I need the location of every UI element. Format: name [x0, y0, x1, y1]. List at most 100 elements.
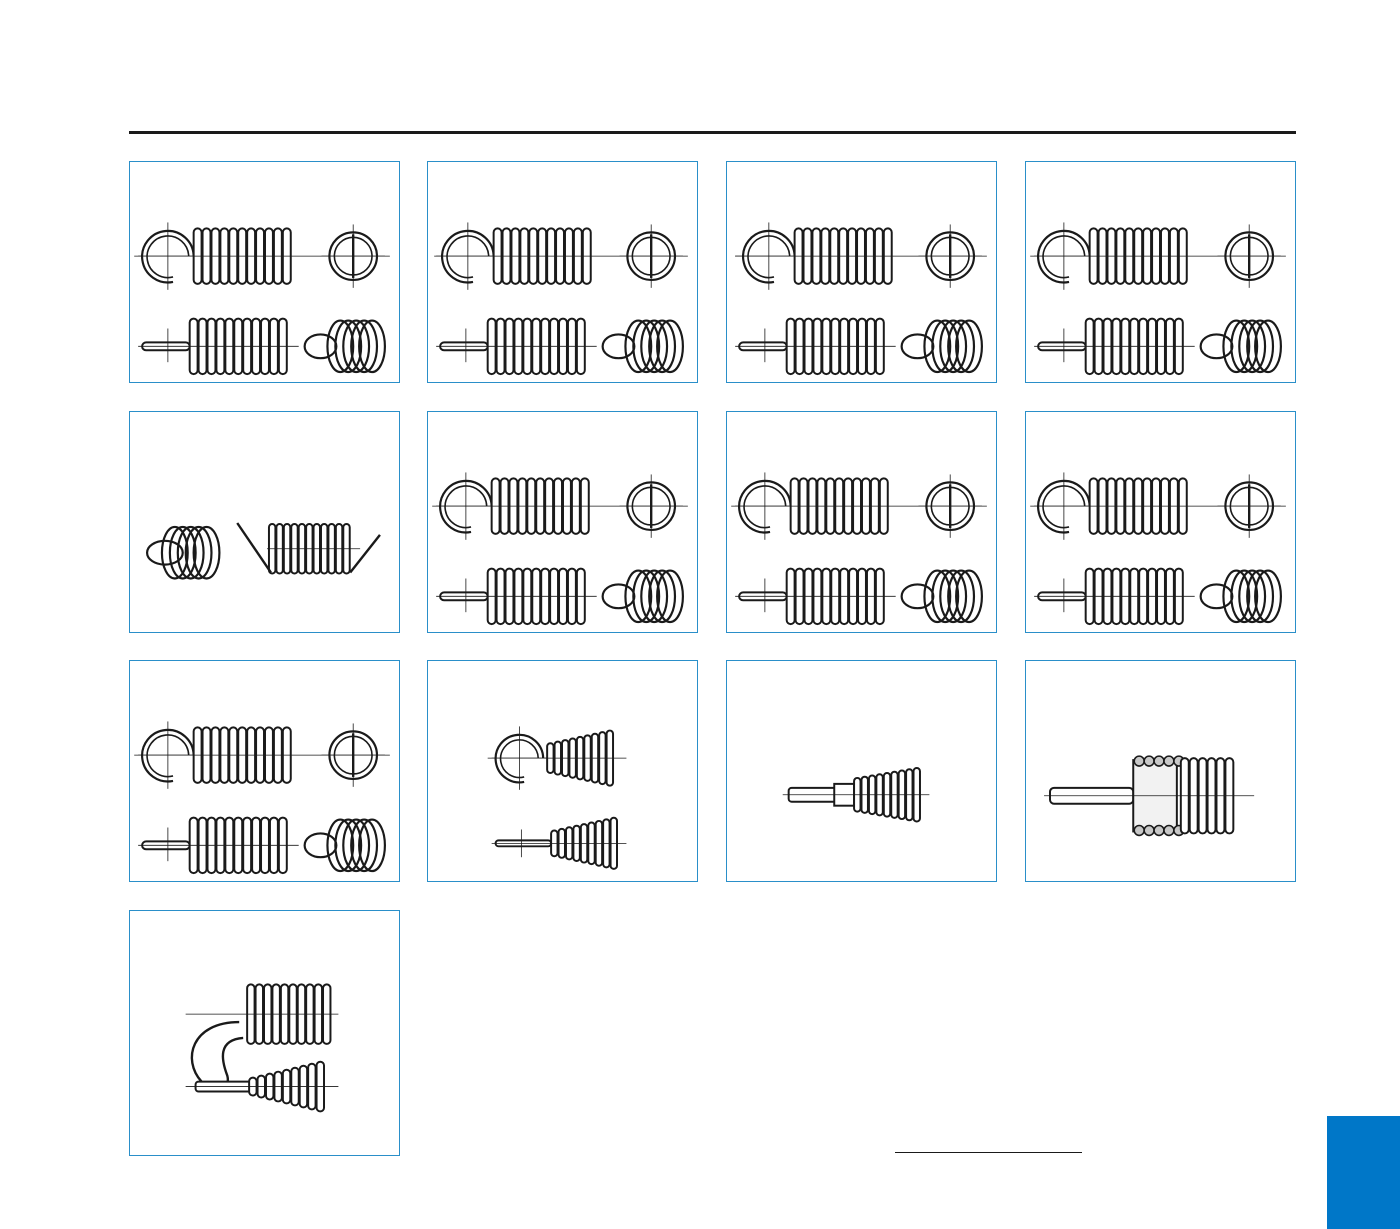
- helix-turn: [350, 818, 379, 873]
- helix-turn: [947, 569, 976, 624]
- wire-section: [1153, 824, 1165, 837]
- hook-loop: [494, 733, 545, 784]
- spring-drawing: [487, 726, 627, 870]
- hook-loop-inner: [446, 235, 490, 279]
- spring-drawing: [432, 472, 688, 626]
- wire-section: [1133, 755, 1145, 767]
- hook-loop-inner: [146, 235, 190, 279]
- hook-3d: [601, 583, 636, 610]
- helix-turn: [923, 319, 952, 374]
- hook-loop: [1037, 229, 1091, 284]
- hook-loop-inner: [1042, 485, 1086, 529]
- helix-turn: [955, 569, 983, 624]
- helix-turn: [955, 319, 983, 374]
- hook-loop-inner: [743, 485, 787, 529]
- hook-loop: [738, 479, 792, 534]
- swivel-hook: [190, 1020, 244, 1091]
- helix-turn: [939, 569, 968, 624]
- header-rule: [129, 131, 1296, 134]
- helix-turn: [632, 569, 661, 624]
- helix-turn: [334, 319, 363, 374]
- helix-turn: [939, 319, 968, 374]
- helix-turn: [931, 569, 960, 624]
- helix-turn: [624, 569, 653, 624]
- hook-loop: [1037, 479, 1091, 534]
- helix-turn: [326, 818, 355, 873]
- hook-loop-inner: [747, 235, 791, 279]
- helix-turn: [624, 319, 653, 374]
- helix-turn: [923, 569, 952, 624]
- helix-turn: [1238, 319, 1267, 374]
- spring-drawing: [1030, 222, 1286, 376]
- hook-3d: [1199, 583, 1234, 610]
- hook-loop: [742, 229, 796, 284]
- helix-turn: [1246, 569, 1275, 624]
- hook-loop-inner: [444, 485, 488, 529]
- spring-drawing: [731, 472, 987, 626]
- bent-loop: [145, 539, 184, 566]
- hook-loop-inner: [499, 739, 540, 779]
- helix-turn: [350, 319, 379, 374]
- section-tab[interactable]: [1327, 1116, 1400, 1229]
- helix-turn: [640, 319, 669, 374]
- hook-3d: [601, 333, 636, 360]
- spring-drawing: [185, 983, 339, 1113]
- helix-turn: [648, 319, 677, 374]
- wire-section: [1163, 755, 1175, 767]
- helix-turn: [656, 569, 684, 624]
- footer-rule: [895, 1152, 1082, 1153]
- wire-section: [1143, 755, 1155, 767]
- spring-drawing: [1044, 755, 1255, 837]
- helix-turn: [358, 818, 386, 873]
- helix-turn: [326, 319, 355, 374]
- spring-panel-13: [129, 910, 400, 1156]
- helix-turn: [656, 319, 684, 374]
- wire-section: [1163, 824, 1175, 837]
- helix-turn: [342, 818, 371, 873]
- bent-end-right: [349, 534, 381, 574]
- helix-turn: [176, 525, 205, 580]
- helix-turn: [1222, 319, 1251, 374]
- helix-turn: [1254, 319, 1282, 374]
- helix-turn: [1238, 569, 1267, 624]
- wire-section: [1133, 824, 1145, 837]
- helix-turn: [1230, 319, 1259, 374]
- spring-drawing: [735, 222, 987, 376]
- helix-turn: [342, 319, 371, 374]
- hook-loop: [141, 728, 195, 783]
- helix-turn: [358, 319, 386, 374]
- spring-panel-6: [427, 411, 698, 633]
- spring-drawing: [134, 721, 390, 875]
- helix-turn: [168, 525, 197, 580]
- helix-turn: [1254, 569, 1282, 624]
- spring-drawing: [134, 222, 390, 376]
- helix-turn: [947, 319, 976, 374]
- spring-panel-3: [726, 161, 997, 383]
- spring-panel-2: [427, 161, 698, 383]
- hook-3d: [900, 333, 935, 360]
- spring-drawing: [434, 222, 688, 376]
- helix-turn: [160, 525, 189, 580]
- hook-3d: [1199, 333, 1234, 360]
- spring-panel-7: [726, 411, 997, 633]
- spring-panel-1: [129, 161, 400, 383]
- spring-panel-10: [427, 660, 698, 882]
- hook-loop-inner: [146, 734, 190, 778]
- helix-turn: [334, 818, 363, 873]
- spring-panel-5: [129, 411, 400, 633]
- bent-end-left: [236, 522, 272, 574]
- helix-turn: [1222, 569, 1251, 624]
- helix-turn: [1246, 319, 1275, 374]
- wire-section: [1143, 824, 1155, 837]
- hook-loop-inner: [1042, 235, 1086, 279]
- spring-panel-11: [726, 660, 997, 882]
- helix-turn: [632, 319, 661, 374]
- spring-panel-4: [1025, 161, 1296, 383]
- spring-panel-12: [1025, 660, 1296, 882]
- spring-drawing: [1030, 472, 1286, 626]
- helix-turn: [648, 569, 677, 624]
- hook-loop: [441, 229, 495, 284]
- hook-3d: [303, 333, 338, 360]
- hook-loop: [439, 479, 493, 534]
- helix-turn: [192, 525, 221, 580]
